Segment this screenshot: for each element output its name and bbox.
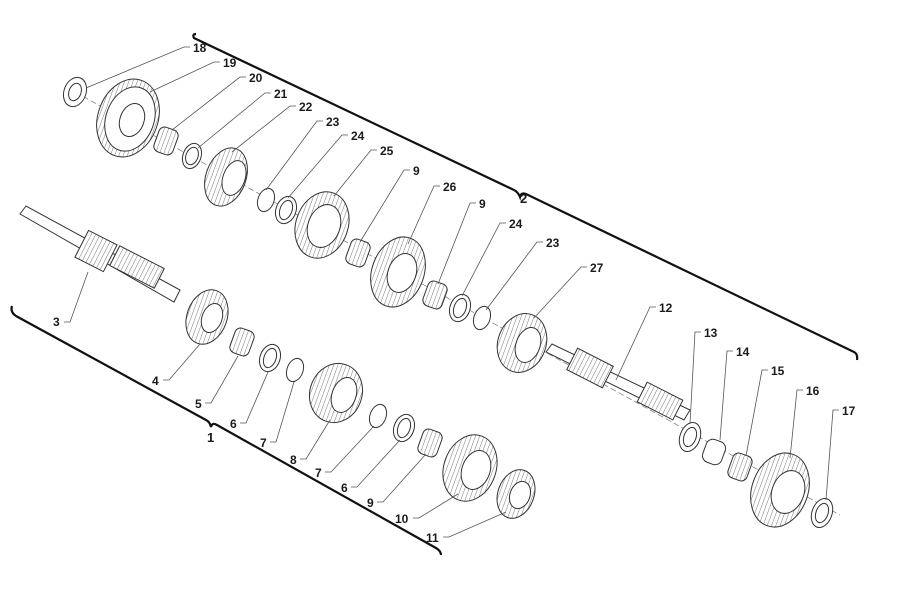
group-bracket-2 — [192, 32, 859, 361]
circlip-23-icon — [256, 187, 276, 213]
callout-8: 8 — [290, 453, 297, 467]
callout-26: 26 — [443, 180, 457, 194]
circlip-7b-icon — [368, 403, 388, 429]
callout-3: 3 — [53, 315, 60, 329]
callout-24b: 24 — [509, 217, 523, 231]
bearing-20-icon — [153, 126, 179, 156]
callout-13: 13 — [704, 326, 718, 340]
callout-6: 6 — [230, 417, 237, 431]
bearing-15-icon — [727, 452, 753, 482]
shaft-3-icon — [19, 205, 181, 303]
circlip-7-icon — [285, 357, 305, 383]
callout-20: 20 — [249, 71, 263, 85]
callout-10: 10 — [395, 512, 409, 526]
group-label-2: 2 — [520, 191, 528, 206]
circlip-23b-icon — [472, 305, 492, 331]
bushing-14-icon — [701, 438, 727, 466]
callout-15: 15 — [771, 364, 785, 378]
group-label-1: 1 — [207, 430, 215, 445]
callout-7b: 7 — [315, 466, 322, 480]
group-bracket-1 — [10, 305, 443, 556]
lower-shaft-parts — [19, 205, 536, 519]
bearing-9b-icon — [422, 280, 448, 310]
callout-27: 27 — [590, 261, 604, 275]
callout-4: 4 — [152, 374, 159, 388]
leader-lines — [64, 46, 839, 538]
callout-16: 16 — [806, 384, 820, 398]
callout-7: 7 — [260, 436, 267, 450]
upper-shaft-parts — [62, 76, 834, 529]
callout-17: 17 — [842, 404, 856, 418]
bearing-5-icon — [229, 327, 255, 357]
callout-19: 19 — [223, 56, 237, 70]
callout-24: 24 — [351, 129, 365, 143]
callout-9a: 9 — [413, 164, 420, 178]
callout-12: 12 — [659, 301, 673, 315]
callout-22: 22 — [299, 100, 313, 114]
shaft-12-icon — [545, 343, 691, 421]
callout-14: 14 — [736, 345, 750, 359]
callout-9b: 9 — [479, 197, 486, 211]
bearing-9c-icon — [417, 428, 443, 458]
callout-9c: 9 — [367, 496, 374, 510]
callout-6b: 6 — [341, 481, 348, 495]
bearing-9a-icon — [345, 238, 371, 268]
callout-23: 23 — [326, 115, 340, 129]
callout-23b: 23 — [546, 236, 560, 250]
callout-11: 11 — [426, 531, 439, 545]
callout-25: 25 — [380, 144, 394, 158]
callout-5: 5 — [195, 397, 202, 411]
callout-18: 18 — [193, 41, 207, 55]
callout-21: 21 — [274, 87, 288, 101]
